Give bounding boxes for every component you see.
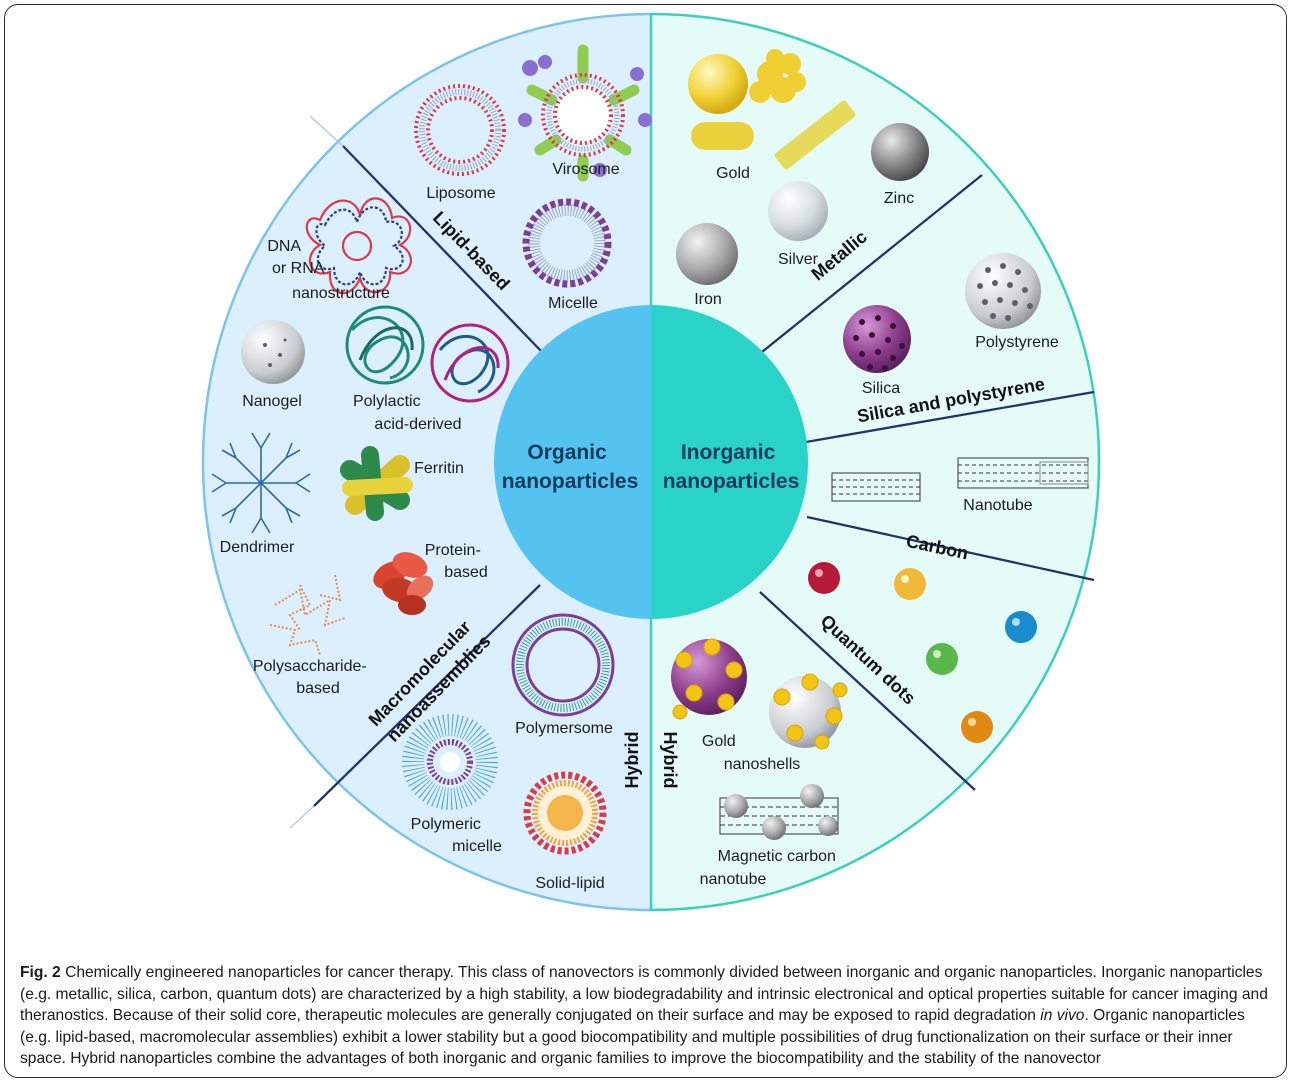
figure-frame: [4, 4, 1287, 1078]
iron-label: Iron: [694, 291, 722, 308]
solid-lipid-label: Solid-lipid: [535, 875, 604, 892]
zinc-icon: [871, 123, 929, 181]
protein-based-icon: [373, 552, 434, 615]
polymersome-label: Polymersome: [515, 720, 613, 737]
sector-dividers: [313, 145, 1095, 807]
iron-icon: [676, 223, 738, 285]
polylactic-label: Polylactic acid-derived: [353, 393, 462, 433]
nanoparticle-diagram: Organic nanoparticles Inorganic nanopart…: [201, 12, 1101, 912]
micelle-label: Micelle: [548, 295, 598, 312]
quantum-dots-icon: [808, 562, 1037, 743]
protein-based-label: Protein- based: [425, 542, 488, 581]
organic-center: [494, 305, 651, 619]
dna-nanostructure-label: DNA or RNA nanostructure: [267, 238, 390, 302]
caption-italic: in vivo: [1040, 1007, 1085, 1025]
solid-lipid-icon: [523, 771, 607, 855]
nanogel-icon: [241, 320, 305, 384]
inorganic-half: [651, 14, 1099, 910]
category-hybrid-organic: Hybrid: [622, 731, 642, 788]
caption-text-1: Chemically engineered nanoparticles for …: [20, 964, 1268, 1025]
gold-nanoshells-icon: [671, 638, 848, 750]
polylactic-icon: [345, 305, 510, 403]
polysaccharide-icon: [269, 574, 346, 656]
inorganic-center: [651, 305, 808, 619]
gold-icon: [688, 49, 856, 170]
polysaccharide-label: Polysaccharide- based: [253, 658, 371, 697]
inorganic-title: Inorganic nanoparticles: [663, 441, 800, 493]
magnetic-carbon-nanotube-icon: [719, 784, 839, 840]
category-hybrid-inorganic: Hybrid: [660, 731, 680, 788]
polymersome-icon: [511, 613, 615, 717]
virosome-label: Virosome: [552, 161, 619, 178]
gold-nanoshells-label: Gold nanoshells: [702, 733, 800, 773]
polymeric-micelle-label: Polymeric micelle: [411, 816, 502, 855]
dendrimer-label: Dendrimer: [220, 539, 295, 556]
gold-label: Gold: [716, 165, 750, 182]
magnetic-carbon-nanotube-label: Magnetic carbon nanotube: [700, 848, 841, 888]
silver-icon: [768, 181, 828, 241]
liposome-label: Liposome: [426, 185, 495, 202]
dna-nanostructure-icon: [305, 197, 412, 295]
nanogel-label: Nanogel: [242, 393, 302, 410]
liposome-icon: [414, 84, 506, 176]
dendrimer-icon: [211, 432, 311, 534]
virosome-icon: [518, 44, 652, 182]
zinc-label: Zinc: [884, 190, 914, 207]
nanotube-label: Nanotube: [963, 497, 1032, 514]
polystyrene-icon: [965, 253, 1041, 329]
figure-caption: Fig. 2 Chemically engineered nanoparticl…: [20, 962, 1275, 1070]
polymeric-micelle-icon: [402, 714, 498, 810]
figure-label: Fig. 2: [20, 964, 61, 981]
silica-icon: [843, 305, 911, 373]
silica-label: Silica: [862, 380, 900, 397]
micelle-icon: [522, 198, 612, 288]
ferritin-icon: [340, 446, 413, 521]
polystyrene-label: Polystyrene: [975, 334, 1059, 351]
organic-half: [203, 14, 651, 910]
silver-label: Silver: [778, 251, 819, 268]
caption-text-2: . Organic nanoparticles (e.g. lipid-base…: [20, 1007, 1245, 1068]
organic-title: Organic nanoparticles: [502, 441, 639, 493]
ferritin-label: Ferritin: [414, 460, 464, 477]
nanotube-icon: [831, 457, 1089, 502]
